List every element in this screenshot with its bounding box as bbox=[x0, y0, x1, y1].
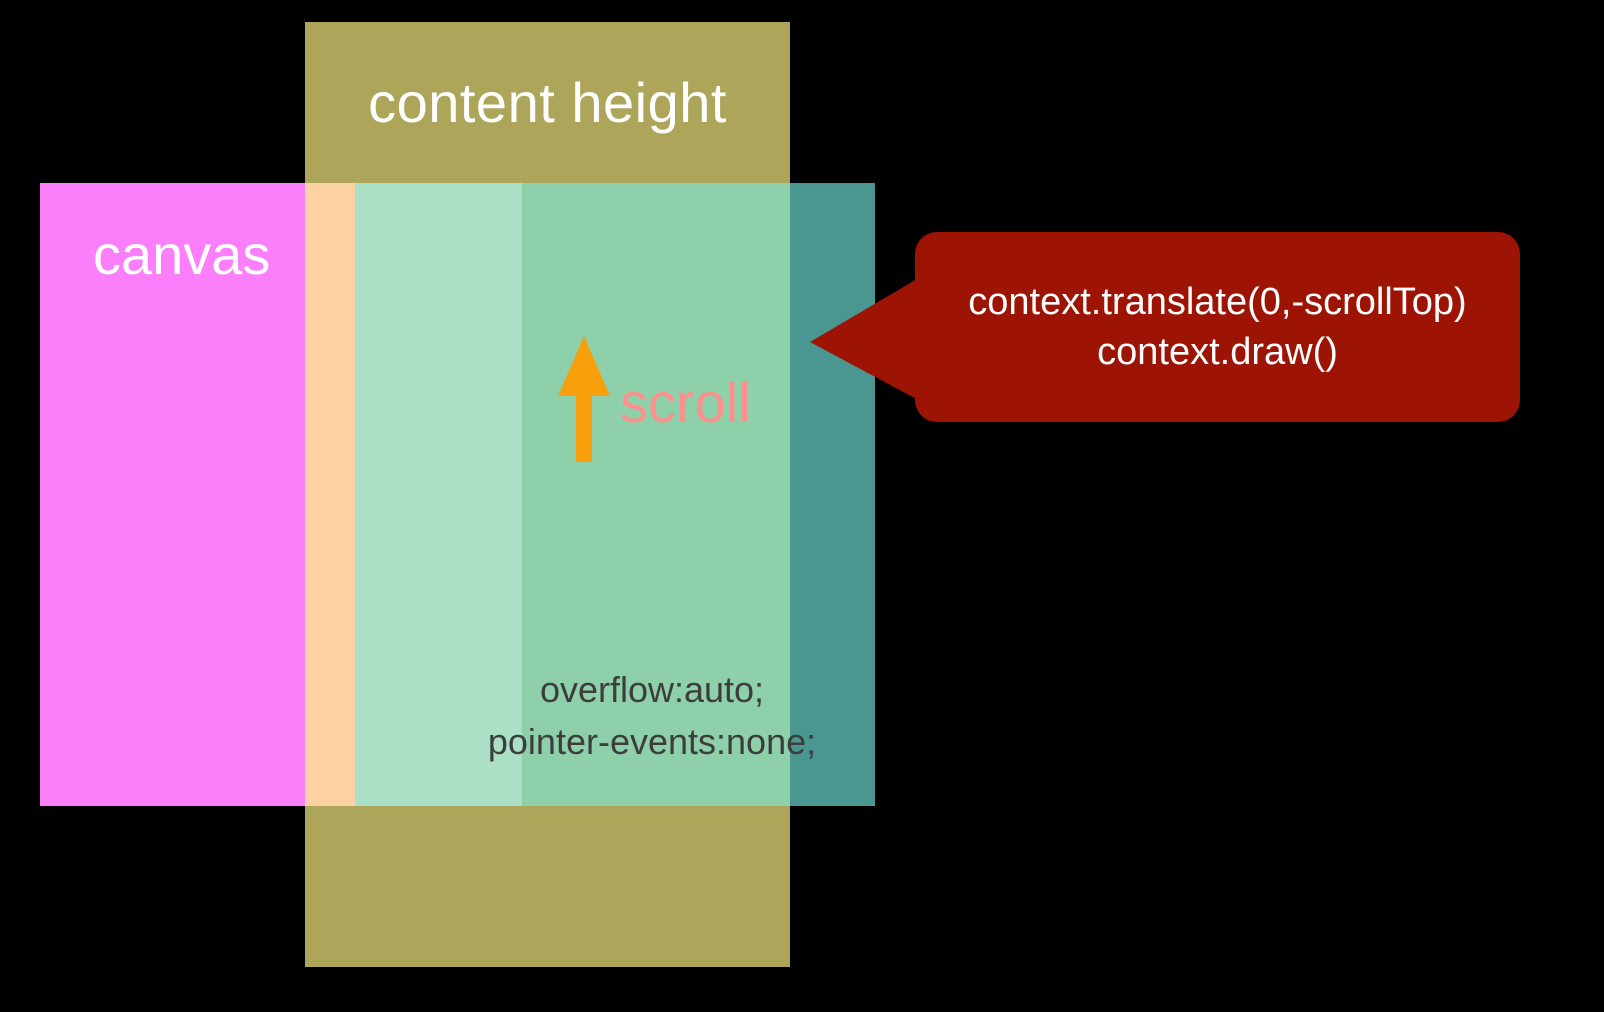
canvas-label: canvas bbox=[93, 223, 271, 286]
arrow-shaft bbox=[576, 392, 592, 462]
code-callout: context.translate(0,-scrollTop) context.… bbox=[915, 232, 1520, 422]
callout-tail-icon bbox=[810, 276, 922, 402]
overflow-note-line1: overflow:auto; bbox=[539, 669, 765, 710]
scroll-up-arrow-icon bbox=[558, 336, 610, 462]
scroll-label: scroll bbox=[620, 371, 751, 434]
callout-tail-shape bbox=[810, 276, 922, 402]
overflow-note-line2: pointer-events:none; bbox=[487, 721, 817, 762]
callout-line2: context.draw() bbox=[1097, 331, 1338, 373]
callout-line1: context.translate(0,-scrollTop) bbox=[968, 281, 1467, 323]
arrow-head bbox=[558, 336, 610, 396]
viewport-strip-peach bbox=[305, 183, 355, 806]
canvas-rect bbox=[40, 183, 305, 806]
offscreen-strip-teal bbox=[790, 183, 875, 806]
viewport-strip-mint bbox=[355, 183, 522, 806]
overflow-note: overflow:auto; pointer-events:none; bbox=[420, 664, 884, 768]
viewport-strip-green bbox=[522, 183, 790, 806]
content-height-label: content height bbox=[368, 71, 727, 134]
